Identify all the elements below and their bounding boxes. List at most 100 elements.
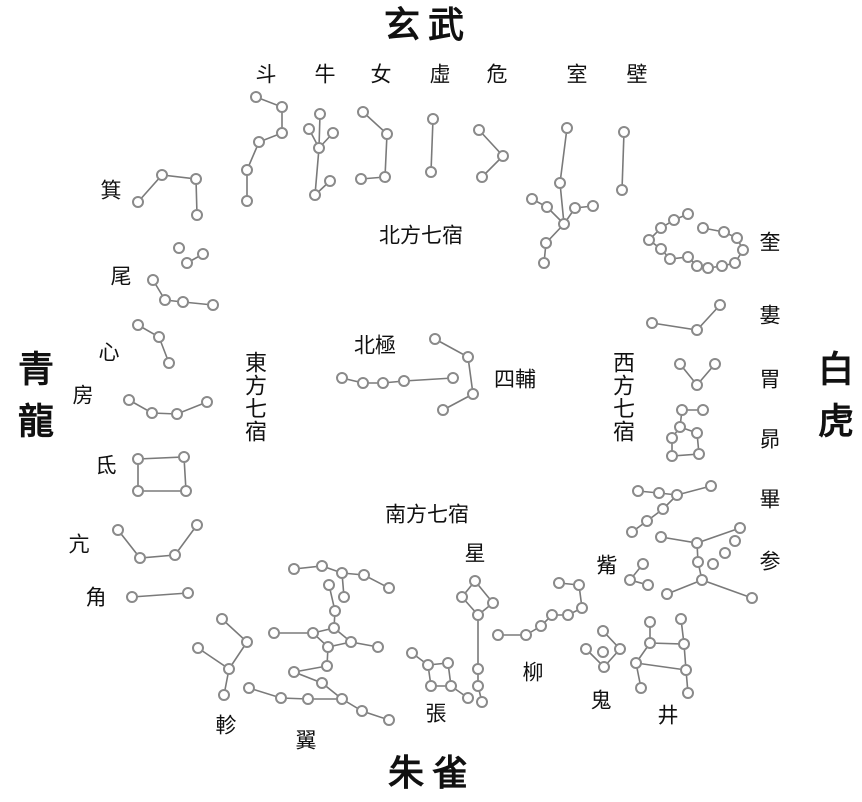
constellation-line: [559, 127, 568, 225]
star-icon: [275, 692, 287, 704]
mansion-gui: 鬼: [590, 688, 612, 713]
star-icon: [427, 113, 439, 125]
star-icon: [241, 636, 253, 648]
star-icon: [666, 432, 678, 444]
star-icon: [445, 680, 457, 692]
mansion-lou: 婁: [759, 303, 781, 328]
star-icon: [190, 173, 202, 185]
star-icon: [674, 358, 686, 370]
star-icon: [288, 563, 300, 575]
mansion-nu: 女: [370, 62, 392, 87]
star-icon: [159, 294, 171, 306]
star-icon: [336, 693, 348, 705]
star-icon: [668, 214, 680, 226]
star-icon: [218, 689, 230, 701]
star-icon: [336, 372, 348, 384]
mansion-liu: 柳: [522, 660, 544, 685]
constellation-gui: [580, 625, 626, 673]
guardian-south: 朱雀: [387, 753, 477, 794]
constellation-line: [248, 687, 390, 721]
star-icon: [644, 616, 656, 628]
star-icon: [372, 641, 384, 653]
mansion-zhang: 張: [425, 701, 447, 726]
star-icon: [241, 195, 253, 207]
star-icon: [383, 582, 395, 594]
star-icon: [355, 173, 367, 185]
star-icon: [276, 101, 288, 113]
star-icon: [674, 421, 686, 433]
constellation-wei-danger: [473, 124, 509, 183]
star-icon: [702, 262, 714, 274]
mansion-dou: 斗: [255, 62, 277, 87]
star-icon: [153, 331, 165, 343]
star-icon: [729, 535, 741, 547]
star-icon: [676, 404, 688, 416]
star-icon: [177, 296, 189, 308]
star-icon: [191, 519, 203, 531]
star-icon: [691, 260, 703, 272]
mansion-zhen: 軫: [215, 713, 237, 738]
star-icon: [655, 243, 667, 255]
star-icon: [323, 579, 335, 591]
constellation-line: [360, 111, 388, 180]
star-icon: [316, 677, 328, 689]
star-icon: [526, 193, 538, 205]
label-north-pole: 北極: [354, 333, 396, 358]
star-icon: [216, 613, 228, 625]
star-icon: [328, 622, 340, 634]
star-icon: [321, 660, 333, 672]
star-icon: [558, 218, 570, 230]
constellation-lou: [646, 299, 726, 336]
mansion-wei-stomach: 胃: [759, 367, 781, 392]
star-icon: [487, 597, 499, 609]
mansion-jing: 井: [657, 703, 679, 728]
constellation-shi: [526, 122, 599, 269]
constellation-wei-stomach: [674, 358, 721, 391]
star-icon: [472, 609, 484, 621]
star-icon: [327, 127, 339, 139]
star-icon: [476, 171, 488, 183]
star-icon: [467, 388, 479, 400]
mansion-xin: 心: [98, 340, 120, 365]
constellation-xu: [425, 113, 439, 178]
star-icon: [691, 537, 703, 549]
mansion-mao: 昴: [759, 427, 781, 452]
star-icon: [181, 257, 193, 269]
constellation-di: [132, 451, 192, 497]
constellation-line: [631, 494, 678, 533]
star-icon: [336, 567, 348, 579]
star-icon: [123, 394, 135, 406]
star-icon: [716, 260, 728, 272]
star-icon: [737, 244, 749, 256]
constellation-fang: [123, 394, 213, 420]
star-icon: [223, 663, 235, 675]
star-icon: [338, 591, 350, 603]
constellation-line: [634, 642, 687, 671]
constellation-zhang: [406, 647, 474, 704]
star-icon: [313, 142, 325, 154]
star-icon: [731, 232, 743, 244]
star-icon: [425, 680, 437, 692]
star-icon: [714, 299, 726, 311]
star-icon: [425, 166, 437, 178]
star-icon: [538, 257, 550, 269]
star-icon: [132, 453, 144, 465]
star-icon: [597, 646, 609, 658]
star-icon: [192, 642, 204, 654]
star-icon: [381, 128, 393, 140]
star-icon: [171, 408, 183, 420]
mansion-shi: 室: [566, 62, 588, 87]
star-icon: [671, 489, 683, 501]
star-icon: [178, 451, 190, 463]
constellation-line: [137, 324, 170, 364]
constellation-ji: [132, 169, 203, 221]
star-icon: [429, 333, 441, 345]
star-icon: [422, 659, 434, 671]
star-icon: [473, 124, 485, 136]
star-icon: [437, 404, 449, 416]
region-north: 北方七宿: [379, 223, 463, 248]
constellation-line: [651, 304, 721, 331]
star-icon: [546, 609, 558, 621]
star-icon: [383, 714, 395, 726]
